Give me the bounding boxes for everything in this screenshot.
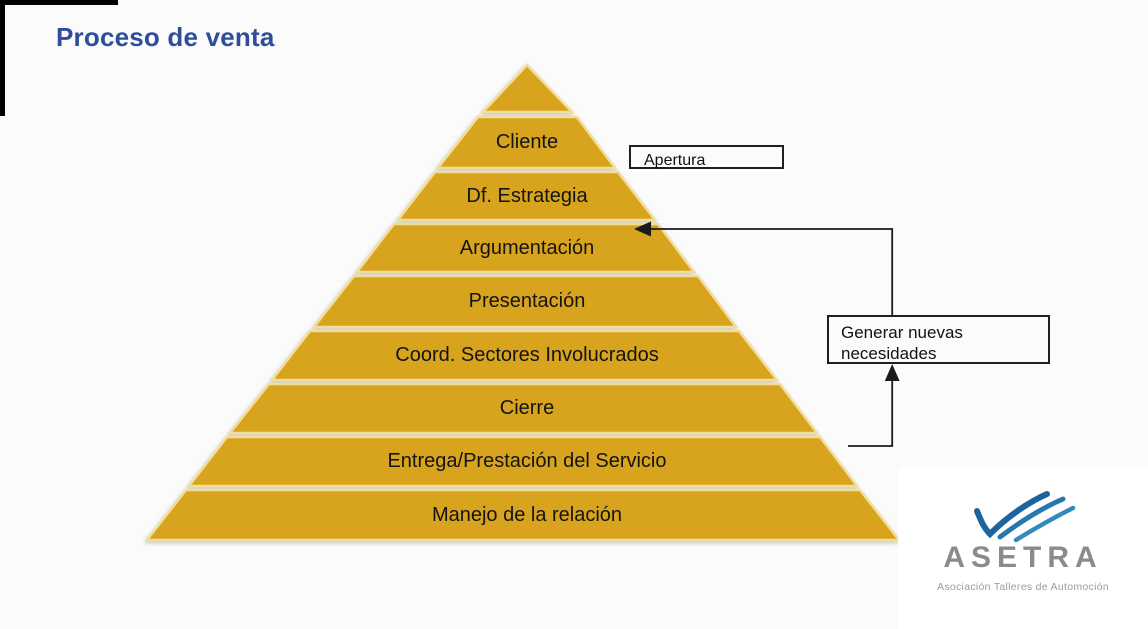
frame-edge-artifact-left — [0, 0, 5, 116]
pyramid-layer-label-presentacion: Presentación — [468, 290, 586, 312]
asetra-logo: ASETRA Asociación Talleres de Automoción — [898, 467, 1148, 629]
page-title: Proceso de venta — [56, 22, 275, 52]
pyramid-layer-label-argumentacion: Argumentación — [459, 237, 595, 259]
generar-box: Generar nuevas necesidades — [827, 315, 1050, 364]
pyramid-layer-shape-cliente — [435, 115, 618, 170]
pyramid-layer-label-manejo: Manejo de la relación — [431, 504, 623, 526]
arrowhead-left-icon — [634, 221, 651, 237]
pyramid-layer-label-cliente: Cliente — [495, 131, 559, 153]
asetra-logo-text: ASETRA — [943, 541, 1103, 574]
pyramid-layer-shape-cierre — [227, 382, 820, 435]
pyramid-layer-label-coord: Coord. Sectores Involucrados — [395, 344, 659, 366]
arrowhead-up-icon — [884, 364, 900, 381]
apertura-label: Apertura — [644, 152, 706, 169]
pyramid-layer-label-estrategia: Df. Estrategia — [466, 185, 588, 207]
connector-to-argumentacion — [648, 228, 894, 315]
frame-edge-artifact-top — [0, 0, 118, 5]
apertura-box: Apertura — [629, 145, 784, 169]
generar-label: Generar nuevas necesidades — [841, 323, 963, 363]
pyramid-layer-label-entrega: Entrega/Prestación del Servicio — [387, 450, 667, 472]
pyramid-cap-shape — [480, 63, 575, 114]
pyramid-layer-shape-argumentacion — [354, 222, 697, 274]
connector-from-entrega — [848, 377, 894, 447]
pyramid-layer-label-cierre: Cierre — [499, 397, 555, 419]
pyramid-layer-shape-coord — [269, 329, 780, 382]
asetra-swoosh-icon — [974, 491, 1076, 543]
pyramid-layer-shape-entrega — [186, 435, 860, 488]
pyramid-layer-shape-presentacion — [311, 274, 739, 329]
asetra-logo-tagline: Asociación Talleres de Automoción — [937, 581, 1109, 593]
pyramid-layer-shape-estrategia — [395, 170, 658, 222]
